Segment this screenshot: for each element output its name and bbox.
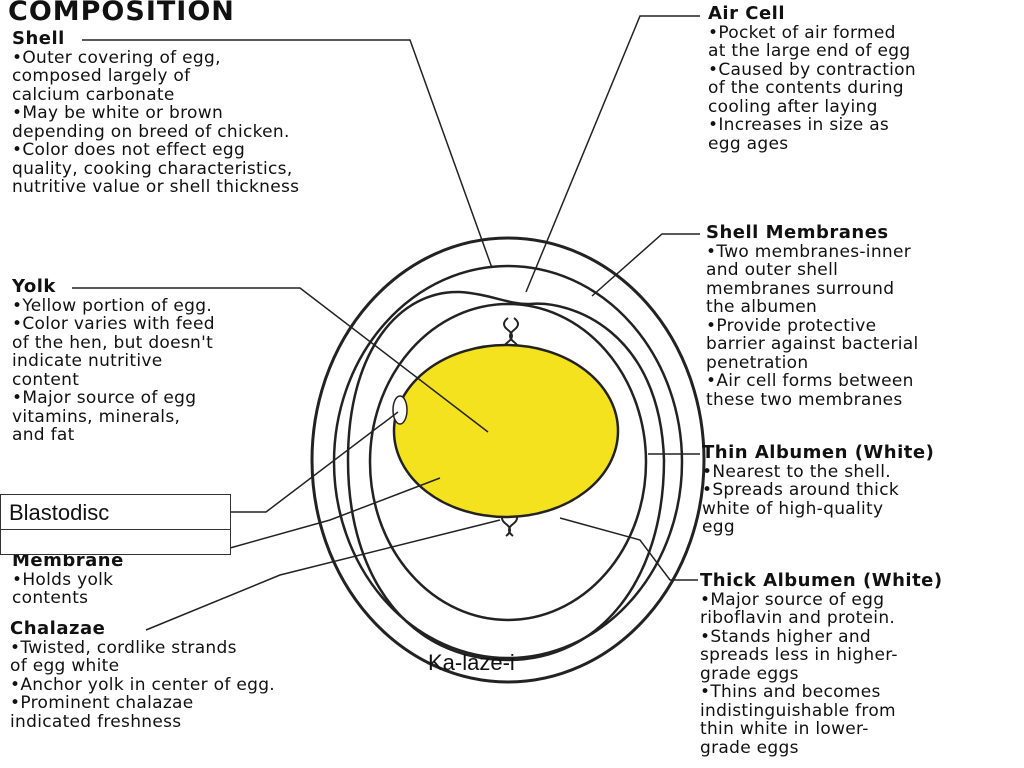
thin-albumen-bullet: Spreads around thick white of high-quali… [702,481,1022,537]
empty-label-box[interactable] [0,529,231,555]
membrane-heading: Membrane [12,550,124,571]
thin-albumen-block: Thin Albumen (White) Nearest to the shel… [702,442,1022,537]
leader-membrane [229,477,441,549]
outer-membrane-outline [332,264,684,660]
leader-shell [82,39,493,269]
blastodisc [392,395,408,425]
shell-membranes-bullet: Air cell forms between these two membran… [706,372,1022,409]
membrane-block: Membrane Holds yolk contents [12,550,232,608]
chalazae-heading: Chalazae [10,618,106,639]
diagram-title: COMPOSITION [8,0,235,27]
air-cell-bullet: Pocket of air formed at the large end of… [708,23,1022,61]
chalazae-bullet: Twisted, cordlike strands of egg white [10,638,430,676]
leader-chalazae [145,519,501,631]
yolk-bullet: Major source of egg vitamins, minerals, … [12,389,342,445]
shell-block: Shell Outer covering of egg, composed la… [12,28,442,197]
leader-yolk [72,287,489,433]
leader-air-cell [525,15,700,293]
leader-blastodisc [230,411,399,513]
chalazae-pronunciation: Ka-laze-i [428,650,515,675]
yolk [392,343,620,519]
shell-bullet: May be white or brown depending on breed… [12,104,442,141]
air-cell-inner-membrane [346,290,666,662]
shell-heading: Shell [12,28,65,49]
yolk-bullet: Yellow portion of egg. [12,296,342,316]
chalazae-bullet: Anchor yolk in center of egg. [10,675,430,695]
thin-albumen-heading: Thin Albumen (White) [702,442,935,463]
shell-bullet: Outer covering of egg, composed largely … [12,48,442,105]
yolk-bullet: Color varies with feed of the hen, but d… [12,315,342,389]
egg-shell-outline [310,236,706,684]
air-cell-bullet: Caused by contraction of the contents du… [708,60,1022,117]
blastodisc-label-box[interactable]: Blastodisc [0,494,231,530]
chalazae-bullet: Prominent chalazae indicated freshness [10,694,430,731]
shell-membranes-bullet: Provide protective barrier against bacte… [706,316,1022,373]
air-cell-block: Air Cell Pocket of air formed at the lar… [708,3,1022,153]
thick-albumen-outline [368,302,648,622]
air-cell-heading: Air Cell [708,3,786,24]
membrane-bullet: Holds yolk contents [12,570,232,608]
thick-albumen-bullet: Stands higher and spreads less in higher… [700,627,1024,684]
shell-bullet: Color does not effect egg quality, cooki… [12,141,442,197]
thin-albumen-bullet: Nearest to the shell. [702,462,1022,482]
yolk-heading: Yolk [12,276,56,297]
shell-membranes-bullet: Two membranes-inner and outer shell memb… [706,242,1022,317]
leader-lines [72,15,700,631]
thick-albumen-heading: Thick Albumen (White) [700,570,943,591]
thick-albumen-block: Thick Albumen (White) Major source of eg… [700,570,1024,757]
thick-albumen-bullet: Major source of egg riboflavin and prote… [700,590,1024,628]
air-cell-bullet: Increases in size as egg ages [708,116,1022,153]
chalazae-block: Chalazae Twisted, cordlike strands of eg… [10,618,430,731]
shell-membranes-heading: Shell Membranes [706,222,889,243]
thick-albumen-bullet: Thins and becomes indistinguishable from… [700,683,1024,757]
yolk-block: Yolk Yellow portion of egg. Color varies… [12,276,342,445]
leader-thick-albumen [559,517,698,581]
shell-membranes-block: Shell Membranes Two membranes-inner and … [706,222,1022,409]
leader-shell-membranes [591,233,700,297]
